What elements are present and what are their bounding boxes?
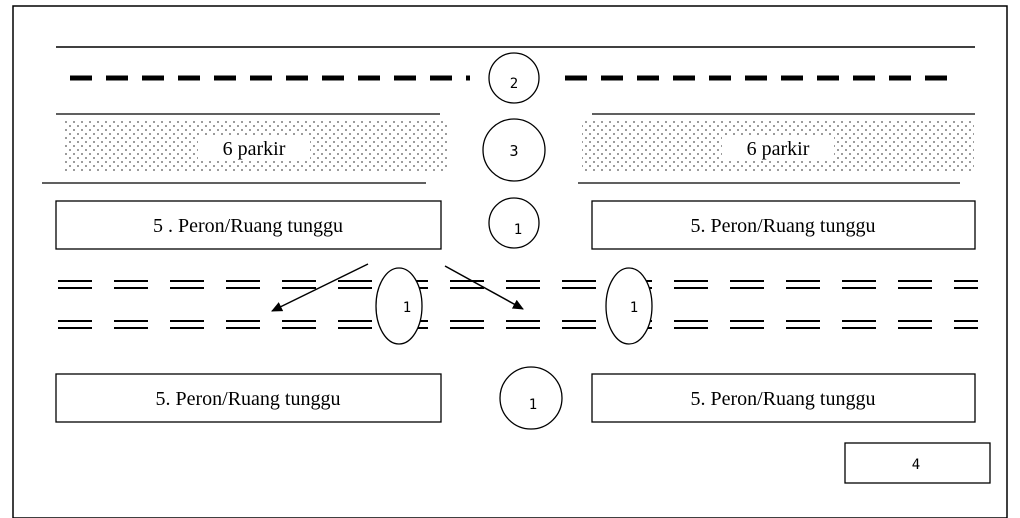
road-number-circle bbox=[488, 52, 540, 104]
platform-number-circle-bottom bbox=[499, 366, 563, 430]
flow-arrow-left bbox=[271, 263, 369, 312]
parking-left-label-bg bbox=[198, 135, 310, 161]
platform-label-top-right: 5. Peron/Ruang tunggu bbox=[691, 215, 876, 237]
track-number-ellipse-right bbox=[605, 267, 653, 345]
road-number-label: 2 bbox=[510, 76, 518, 92]
number-box-4 bbox=[844, 442, 991, 484]
platform-number-label-bottom: 1 bbox=[529, 397, 537, 413]
flow-arrow-right bbox=[444, 265, 524, 310]
platform-label-bottom-left: 5. Peron/Ruang tunggu bbox=[156, 388, 341, 410]
platform-number-label-top: 1 bbox=[514, 222, 522, 238]
track-number-label-right: 1 bbox=[630, 300, 638, 316]
platform-box-bottom-left bbox=[55, 373, 442, 423]
parking-right-label: 6 parkir bbox=[747, 138, 810, 160]
platform-box-bottom-right bbox=[591, 373, 976, 423]
track-number-label-left: 1 bbox=[403, 300, 411, 316]
railway-track-lower bbox=[58, 320, 978, 329]
platform-label-bottom-right: 5. Peron/Ruang tunggu bbox=[691, 388, 876, 410]
diagram-frame bbox=[12, 5, 1008, 518]
number-box-4-label: 4 bbox=[912, 457, 920, 473]
platform-label-top-left: 5 . Peron/Ruang tunggu bbox=[153, 215, 343, 237]
parking-left-label: 6 parkir bbox=[223, 138, 286, 160]
parking-number-circle bbox=[482, 118, 546, 182]
platform-box-top-right bbox=[591, 200, 976, 250]
platform-number-circle-top bbox=[488, 197, 540, 249]
track-number-ellipse-left bbox=[375, 267, 423, 345]
parking-right-label-bg bbox=[722, 135, 834, 161]
platform-box-top-left bbox=[55, 200, 442, 250]
railway-track-upper bbox=[58, 280, 978, 289]
parking-number-label: 3 bbox=[509, 142, 518, 160]
